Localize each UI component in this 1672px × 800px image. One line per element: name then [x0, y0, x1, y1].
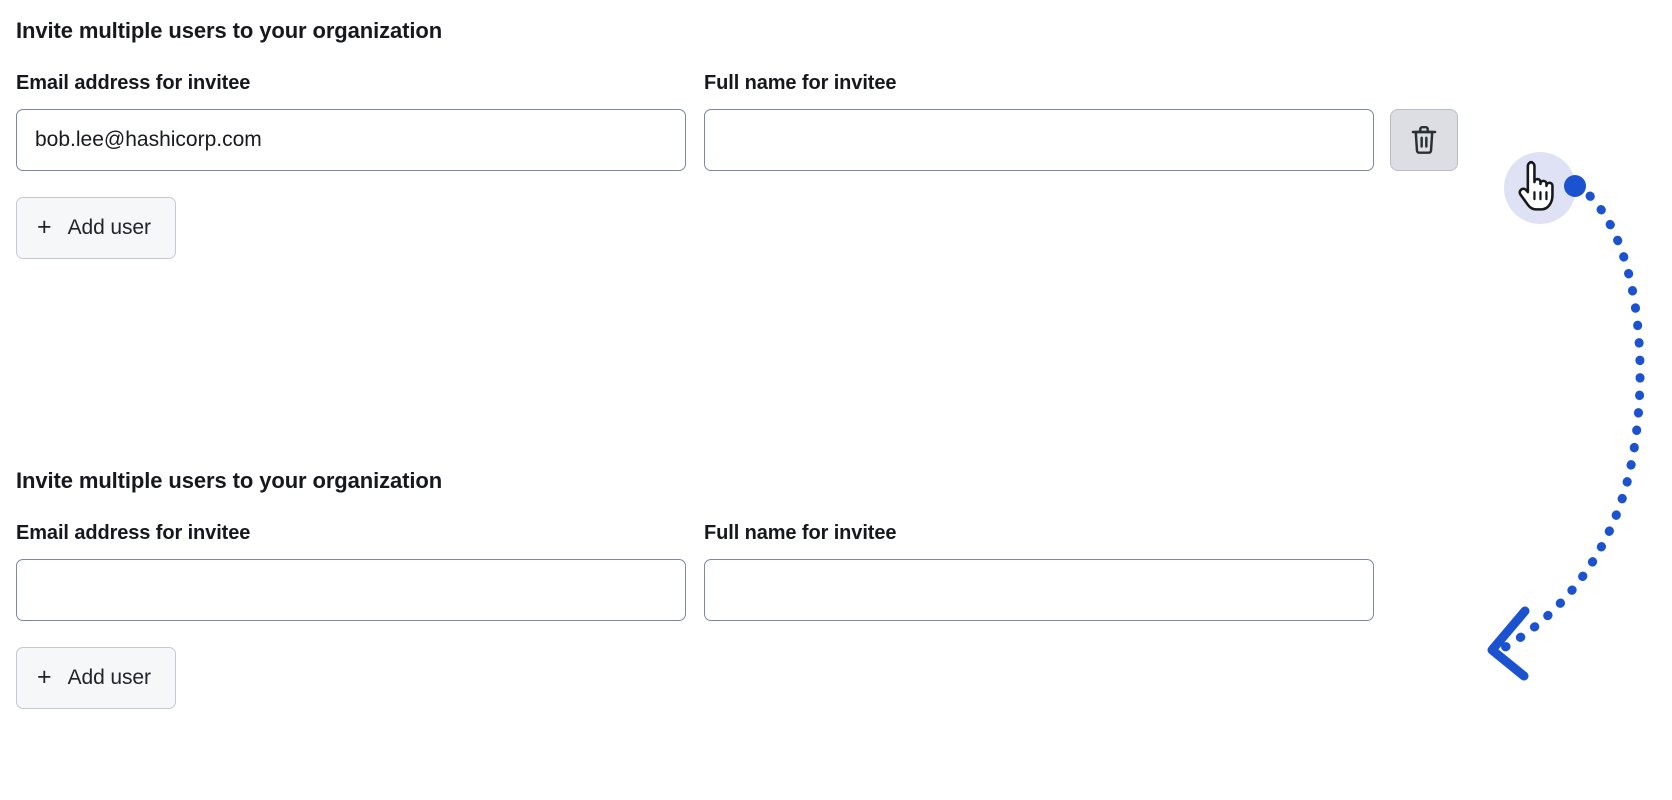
add-user-button-label-2: Add user: [67, 666, 151, 689]
trash-icon: [1409, 124, 1439, 156]
fields-row-2: Email address for invitee Full name for …: [16, 521, 1616, 621]
fullname-field-group: Full name for invitee: [704, 71, 1374, 171]
invite-section-1: Invite multiple users to your organizati…: [16, 18, 1616, 259]
add-user-button-2[interactable]: + Add user: [16, 647, 176, 709]
fullname-field-label-2: Full name for invitee: [704, 522, 897, 544]
fullname-field-group-2: Full name for invitee: [704, 521, 1374, 621]
email-input[interactable]: [16, 109, 686, 171]
add-user-button-label: Add user: [67, 216, 151, 239]
page-title-2: Invite multiple users to your organizati…: [16, 468, 443, 493]
email-field-group: Email address for invitee: [16, 71, 686, 171]
fields-row: Email address for invitee Full name for …: [16, 71, 1616, 171]
fullname-input-2[interactable]: [704, 559, 1374, 621]
email-field-group-2: Email address for invitee: [16, 521, 686, 621]
delete-user-button[interactable]: [1390, 109, 1458, 171]
add-user-button[interactable]: + Add user: [16, 197, 176, 259]
page-title: Invite multiple users to your organizati…: [16, 18, 443, 43]
fullname-input[interactable]: [704, 109, 1374, 171]
plus-icon: +: [37, 212, 52, 241]
email-field-label-2: Email address for invitee: [16, 522, 251, 544]
plus-icon-2: +: [37, 662, 52, 691]
fullname-field-label: Full name for invitee: [704, 72, 897, 94]
email-field-label: Email address for invitee: [16, 72, 251, 94]
invite-section-2: Invite multiple users to your organizati…: [16, 468, 1616, 709]
email-input-2[interactable]: [16, 559, 686, 621]
